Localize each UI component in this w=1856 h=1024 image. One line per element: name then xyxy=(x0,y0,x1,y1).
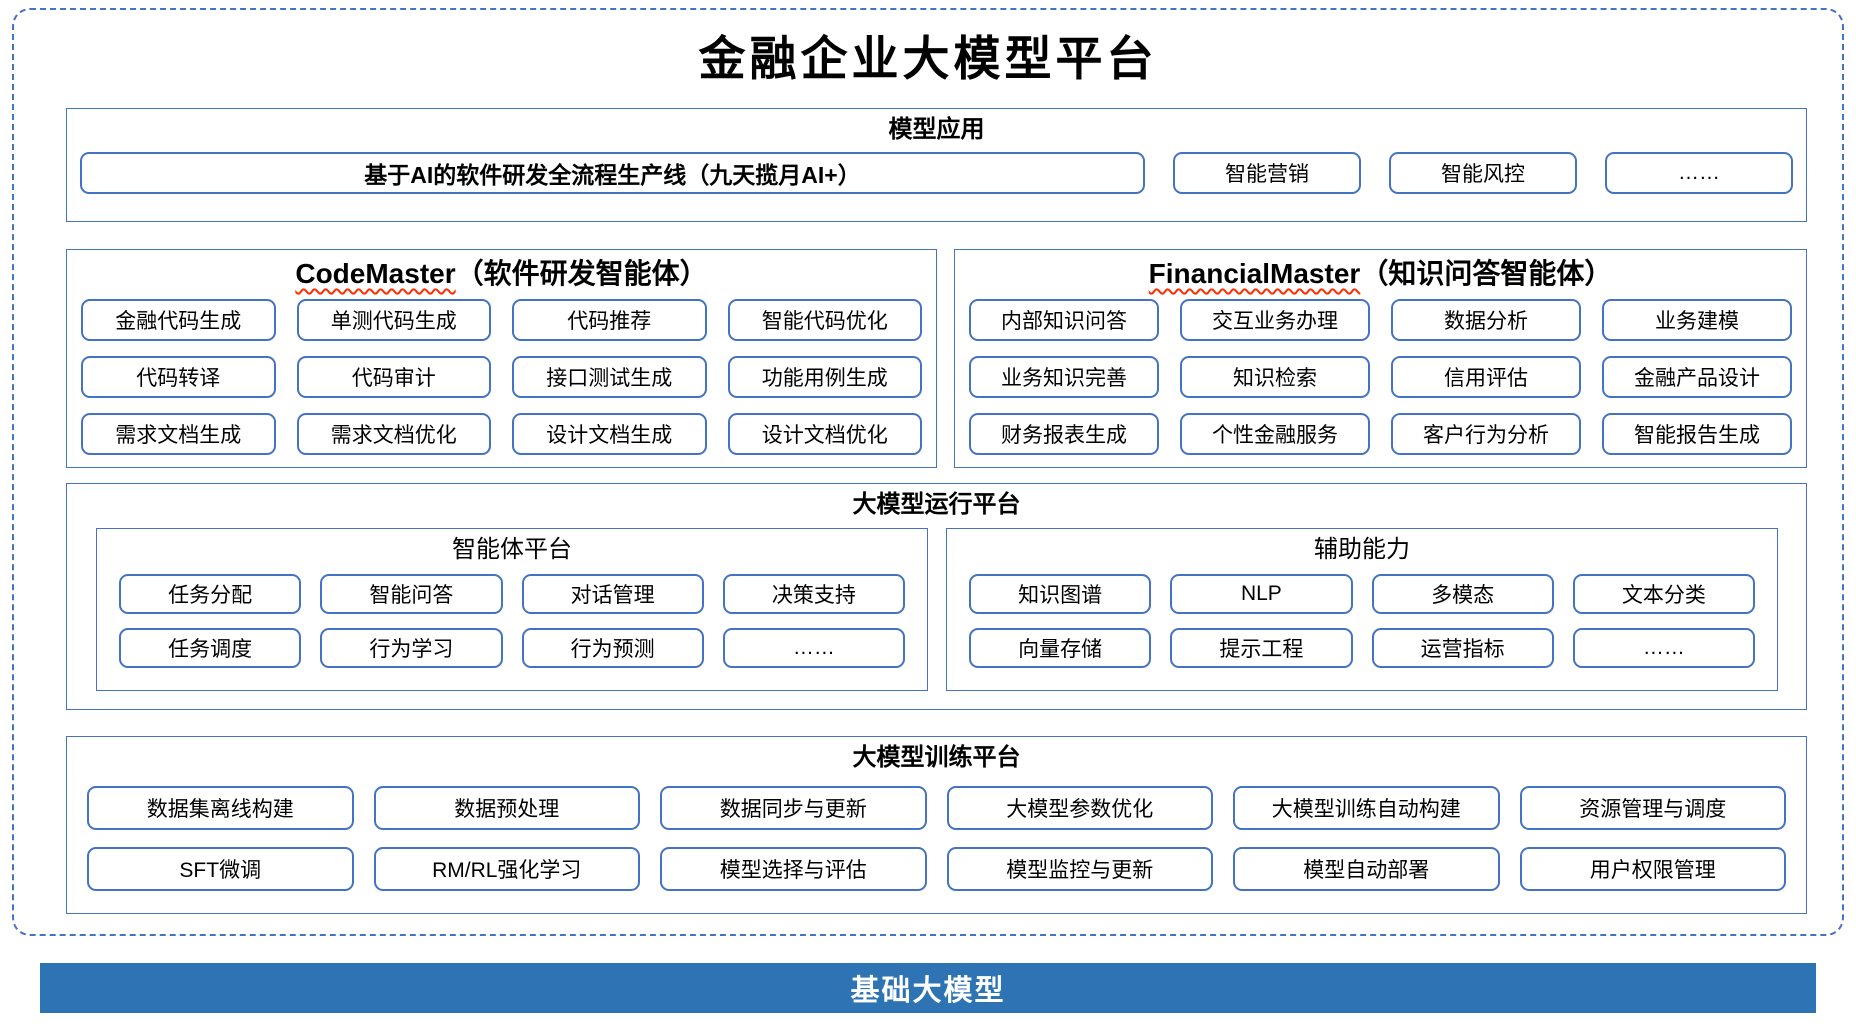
financialmaster-grid: 内部知识问答交互业务办理数据分析业务建模业务知识完善知识检索信用评估金融产品设计… xyxy=(955,299,1806,455)
auxiliary-capability-header: 辅助能力 xyxy=(1314,536,1410,563)
financialmaster-capability-button[interactable]: 金融产品设计 xyxy=(1602,356,1792,398)
codemaster-capability-button[interactable]: 代码转译 xyxy=(81,356,276,398)
model-application-header: 模型应用 xyxy=(888,116,985,143)
training-platform-header: 大模型训练平台 xyxy=(852,744,1021,771)
agent-platform-header: 智能体平台 xyxy=(452,536,572,563)
agent-platform-capability-button[interactable]: 决策支持 xyxy=(722,574,905,614)
codemaster-capability-button[interactable]: 智能代码优化 xyxy=(727,299,922,341)
section-model-application: 模型应用 基于AI的软件研发全流程生产线（九天揽月AI+） 智能营销 智能风控 … xyxy=(66,108,1807,222)
training-capability-button[interactable]: SFT微调 xyxy=(87,847,354,891)
financialmaster-capability-button[interactable]: 知识检索 xyxy=(1180,356,1370,398)
training-capability-button[interactable]: 用户权限管理 xyxy=(1519,847,1786,891)
auxiliary-capability-button[interactable]: …… xyxy=(1572,628,1755,668)
financialmaster-capability-button[interactable]: 信用评估 xyxy=(1391,356,1581,398)
financialmaster-title-en: FinancialMaster xyxy=(1148,258,1361,289)
agent-platform-grid: 任务分配智能问答对话管理决策支持任务调度行为学习行为预测 …… xyxy=(97,574,927,668)
smart-marketing-button[interactable]: 智能营销 xyxy=(1173,152,1361,194)
financialmaster-capability-button[interactable]: 数据分析 xyxy=(1391,299,1581,341)
training-capability-button[interactable]: RM/RL强化学习 xyxy=(373,847,640,891)
ai-pipeline-button[interactable]: 基于AI的软件研发全流程生产线（九天揽月AI+） xyxy=(80,152,1145,194)
auxiliary-capability-button[interactable]: 向量存储 xyxy=(969,628,1152,668)
agent-platform-capability-button[interactable]: 智能问答 xyxy=(320,574,503,614)
training-capability-button[interactable]: 模型自动部署 xyxy=(1233,847,1500,891)
training-capability-button[interactable]: 数据同步与更新 xyxy=(660,786,927,830)
training-capability-button[interactable]: 模型选择与评估 xyxy=(660,847,927,891)
agent-platform-capability-button[interactable]: 任务分配 xyxy=(119,574,302,614)
training-capability-button[interactable]: 数据集离线构建 xyxy=(87,786,354,830)
auxiliary-capability-box: 辅助能力 知识图谱 NLP 多模态文本分类向量存储提示工程运营指标 …… xyxy=(946,528,1778,691)
section-training-platform: 大模型训练平台 数据集离线构建数据预处理数据同步与更新大模型参数优化大模型训练自… xyxy=(66,736,1807,914)
financialmaster-header: FinancialMaster（知识问答智能体） xyxy=(955,250,1806,292)
agent-platform-capability-button[interactable]: 对话管理 xyxy=(521,574,704,614)
smart-risk-control-button[interactable]: 智能风控 xyxy=(1389,152,1577,194)
financialmaster-capability-button[interactable]: 财务报表生成 xyxy=(969,413,1159,455)
codemaster-header: CodeMaster（软件研发智能体） xyxy=(67,250,936,292)
agent-platform-capability-button[interactable]: 任务调度 xyxy=(119,628,302,668)
codemaster-capability-button[interactable]: 单测代码生成 xyxy=(296,299,491,341)
financialmaster-capability-button[interactable]: 内部知识问答 xyxy=(969,299,1159,341)
codemaster-capability-button[interactable]: 设计文档生成 xyxy=(512,413,707,455)
codemaster-capability-button[interactable]: 金融代码生成 xyxy=(81,299,276,341)
codemaster-capability-button[interactable]: 需求文档优化 xyxy=(296,413,491,455)
outer-dashed-border xyxy=(12,8,1844,936)
financialmaster-box: FinancialMaster（知识问答智能体） 内部知识问答交互业务办理数据分… xyxy=(954,249,1807,468)
auxiliary-capability-button[interactable]: 提示工程 xyxy=(1170,628,1353,668)
codemaster-title-zh: （软件研发智能体） xyxy=(455,258,708,289)
auxiliary-capability-button[interactable]: 文本分类 xyxy=(1572,574,1755,614)
agent-platform-capability-button[interactable]: 行为预测 xyxy=(521,628,704,668)
training-capability-button[interactable]: 资源管理与调度 xyxy=(1519,786,1786,830)
codemaster-title-en: CodeMaster xyxy=(295,258,456,289)
runtime-platform-header: 大模型运行平台 xyxy=(852,491,1021,518)
auxiliary-capability-button[interactable]: 运营指标 xyxy=(1371,628,1554,668)
agent-platform-box: 智能体平台 任务分配智能问答对话管理决策支持任务调度行为学习行为预测 …… xyxy=(96,528,928,691)
foundation-model-label: 基础大模型 xyxy=(850,975,1006,1007)
codemaster-capability-button[interactable]: 代码推荐 xyxy=(512,299,707,341)
auxiliary-capability-grid: 知识图谱 NLP 多模态文本分类向量存储提示工程运营指标 …… xyxy=(947,574,1777,668)
codemaster-capability-button[interactable]: 接口测试生成 xyxy=(512,356,707,398)
auxiliary-capability-button[interactable]: NLP xyxy=(1170,574,1353,614)
financialmaster-title-zh: （知识问答智能体） xyxy=(1360,258,1613,289)
page-title: 金融企业大模型平台 xyxy=(698,32,1158,87)
financialmaster-capability-button[interactable]: 交互业务办理 xyxy=(1180,299,1370,341)
training-capability-button[interactable]: 大模型训练自动构建 xyxy=(1233,786,1500,830)
training-platform-grid: 数据集离线构建数据预处理数据同步与更新大模型参数优化大模型训练自动构建资源管理与… xyxy=(67,786,1806,891)
foundation-model-bar: 基础大模型 xyxy=(40,963,1816,1013)
agent-platform-capability-button[interactable]: …… xyxy=(722,628,905,668)
training-capability-button[interactable]: 大模型参数优化 xyxy=(946,786,1213,830)
financialmaster-capability-button[interactable]: 智能报告生成 xyxy=(1602,413,1792,455)
codemaster-capability-button[interactable]: 功能用例生成 xyxy=(727,356,922,398)
more-applications-button[interactable]: …… xyxy=(1605,152,1793,194)
codemaster-grid: 金融代码生成单测代码生成代码推荐智能代码优化代码转译代码审计接口测试生成功能用例… xyxy=(67,299,936,455)
auxiliary-capability-button[interactable]: 知识图谱 xyxy=(969,574,1152,614)
codemaster-capability-button[interactable]: 代码审计 xyxy=(296,356,491,398)
codemaster-capability-button[interactable]: 设计文档优化 xyxy=(727,413,922,455)
section-agents: CodeMaster（软件研发智能体） 金融代码生成单测代码生成代码推荐智能代码… xyxy=(66,249,1807,468)
financialmaster-capability-button[interactable]: 客户行为分析 xyxy=(1391,413,1581,455)
financialmaster-capability-button[interactable]: 业务建模 xyxy=(1602,299,1792,341)
financialmaster-capability-button[interactable]: 个性金融服务 xyxy=(1180,413,1370,455)
auxiliary-capability-button[interactable]: 多模态 xyxy=(1371,574,1554,614)
section-runtime-platform: 大模型运行平台 智能体平台 任务分配智能问答对话管理决策支持任务调度行为学习行为… xyxy=(66,483,1807,710)
model-application-row: 基于AI的软件研发全流程生产线（九天揽月AI+） 智能营销 智能风控 …… xyxy=(67,152,1806,194)
training-capability-button[interactable]: 数据预处理 xyxy=(373,786,640,830)
codemaster-capability-button[interactable]: 需求文档生成 xyxy=(81,413,276,455)
financialmaster-capability-button[interactable]: 业务知识完善 xyxy=(969,356,1159,398)
agent-platform-capability-button[interactable]: 行为学习 xyxy=(320,628,503,668)
runtime-sub-row: 智能体平台 任务分配智能问答对话管理决策支持任务调度行为学习行为预测 …… 辅助能… xyxy=(67,528,1806,691)
codemaster-box: CodeMaster（软件研发智能体） 金融代码生成单测代码生成代码推荐智能代码… xyxy=(66,249,937,468)
training-capability-button[interactable]: 模型监控与更新 xyxy=(946,847,1213,891)
